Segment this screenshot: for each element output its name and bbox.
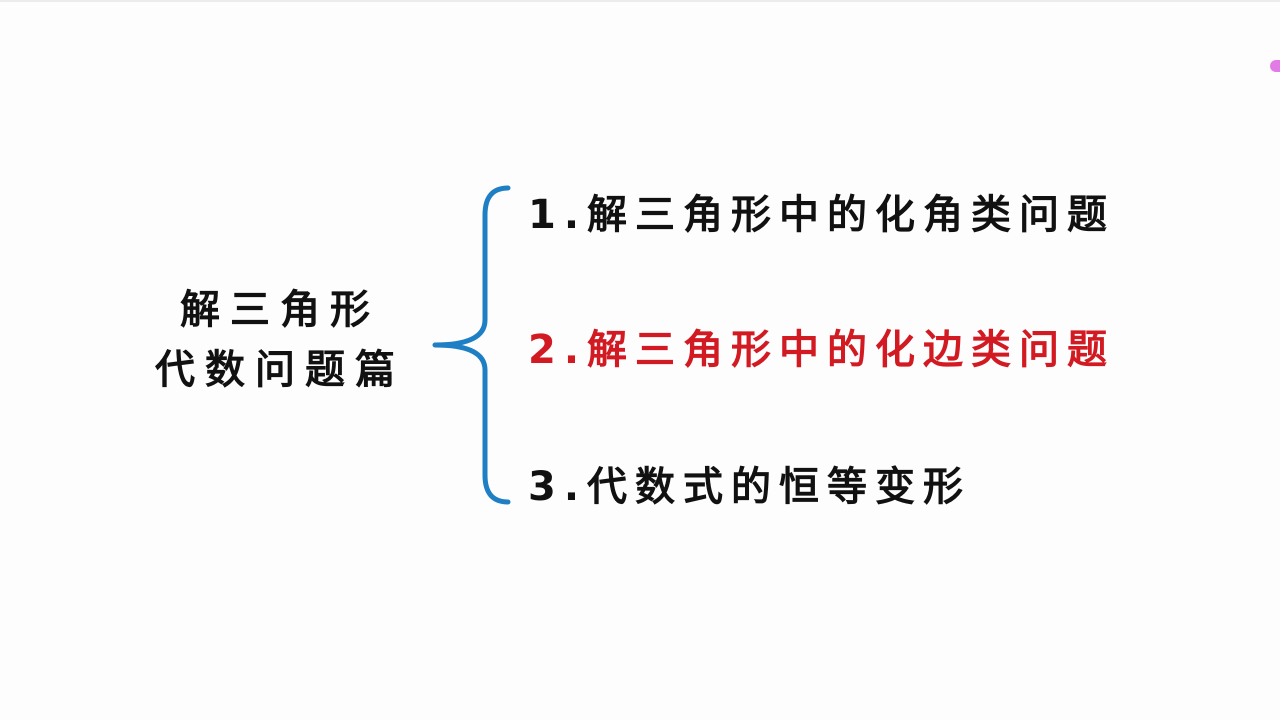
brace-path (432, 185, 511, 505)
branch-item-2-highlighted: 2.解三角形中的化边类问题 (528, 327, 1116, 373)
main-topic: 解三角形 代数问题篇 (140, 280, 420, 400)
curly-brace-icon (432, 185, 511, 505)
pointer-dot-icon (1270, 60, 1280, 72)
main-topic-line-1: 解三角形 (180, 287, 380, 333)
branch-item-3: 3.代数式的恒等变形 (528, 464, 972, 510)
main-topic-line-2: 代数问题篇 (155, 347, 405, 393)
top-divider (0, 0, 1280, 2)
branch-item-1: 1.解三角形中的化角类问题 (528, 192, 1116, 238)
